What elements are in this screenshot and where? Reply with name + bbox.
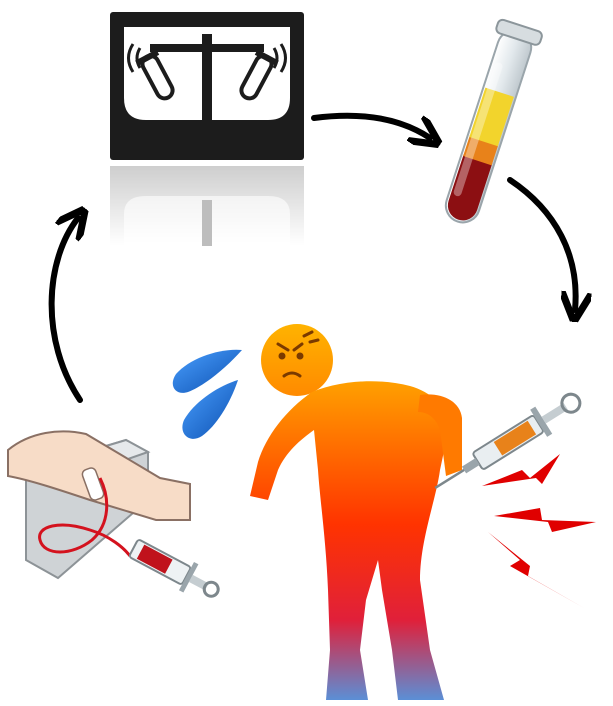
centrifuge-icon (110, 12, 304, 160)
centrifuge-reflection (110, 166, 304, 246)
pain-bolts-icon (482, 454, 596, 608)
sweat-drops-icon (173, 350, 242, 439)
arrow-tube-to-injection (510, 180, 576, 310)
arrow-centrifuge-to-tube (314, 116, 430, 138)
test-tube-icon (436, 19, 543, 229)
arrow-blood-draw-to-centrifuge (52, 218, 80, 400)
person-back-pain-icon (250, 324, 462, 700)
blood-draw-icon (8, 431, 225, 606)
